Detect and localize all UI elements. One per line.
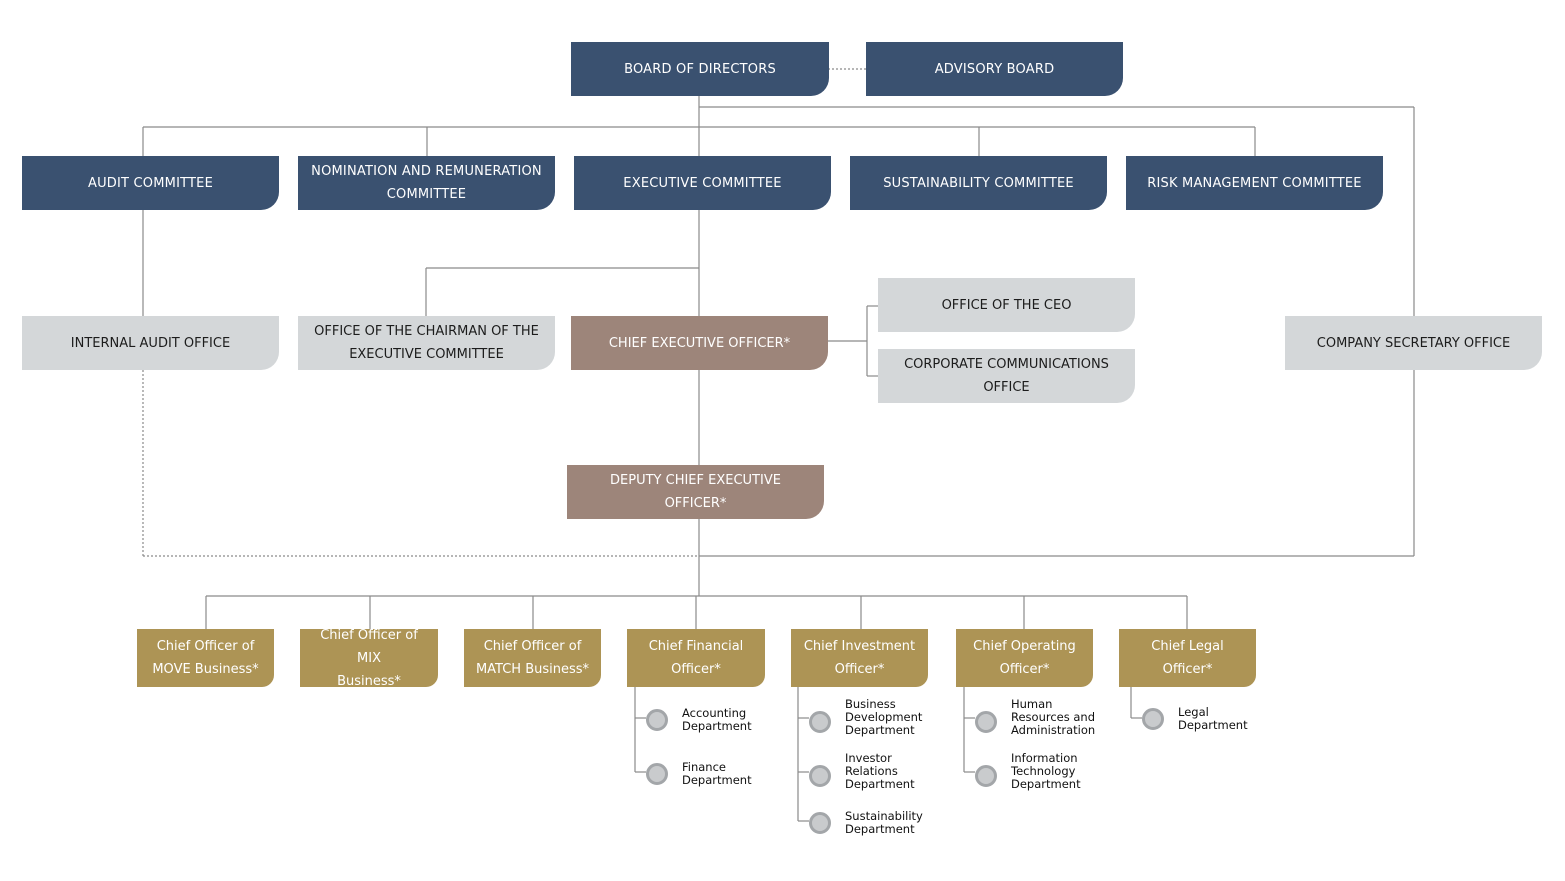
investor-relations-department-label: Investor Relations Department bbox=[845, 751, 915, 791]
deputy-ceo-box: DEPUTY CHIEF EXECUTIVE OFFICER* bbox=[567, 465, 824, 519]
deputy-ceo-label-1: DEPUTY CHIEF EXECUTIVE bbox=[610, 473, 781, 488]
department-circle-icon bbox=[1142, 708, 1164, 730]
company-secretary-office-label: COMPANY SECRETARY OFFICE bbox=[1316, 335, 1511, 351]
department-circle-icon bbox=[646, 709, 668, 731]
advisory-board-box: ADVISORY BOARD bbox=[866, 42, 1123, 96]
sustainability-committee-label: SUSTAINABILITY COMMITTEE bbox=[883, 175, 1074, 191]
legal-department: Legal Department bbox=[1142, 706, 1248, 732]
chief-match-box: Chief Officer of MATCH Business* bbox=[464, 629, 601, 687]
chief-financial-officer-label-1: Chief Financial bbox=[648, 639, 744, 654]
company-secretary-office-box: COMPANY SECRETARY OFFICE bbox=[1285, 316, 1542, 370]
executive-committee-box: EXECUTIVE COMMITTEE bbox=[574, 156, 831, 210]
chief-investment-officer-label-1: Chief Investment bbox=[803, 639, 916, 654]
internal-audit-office-box: INTERNAL AUDIT OFFICE bbox=[22, 316, 279, 370]
human-resources-department: Human Resources and Administration bbox=[975, 698, 1095, 737]
risk-management-committee-label: RISK MANAGEMENT COMMITTEE bbox=[1147, 175, 1362, 191]
chairman-office-label-1: OFFICE OF THE CHAIRMAN OF THE bbox=[314, 324, 539, 339]
chief-investment-officer-box: Chief Investment Officer* bbox=[791, 629, 928, 687]
sustainability-department-label: Sustainability Department bbox=[845, 809, 923, 836]
finance-department-label: Finance Department bbox=[682, 760, 752, 787]
office-of-ceo-label: OFFICE OF THE CEO bbox=[941, 297, 1072, 313]
corporate-communications-box: CORPORATE COMMUNICATIONS OFFICE bbox=[878, 349, 1135, 403]
ceo-box: CHIEF EXECUTIVE OFFICER* bbox=[571, 316, 828, 370]
chief-move-label-2: MOVE Business* bbox=[152, 662, 259, 677]
corporate-communications-label-1: CORPORATE COMMUNICATIONS bbox=[904, 357, 1109, 372]
nomination-committee-label-2: COMMITTEE bbox=[386, 187, 467, 202]
executive-committee-label: EXECUTIVE COMMITTEE bbox=[623, 175, 782, 191]
chief-operating-officer-label-1: Chief Operating bbox=[973, 639, 1076, 654]
nomination-committee-box: NOMINATION AND REMUNERATION COMMITTEE bbox=[298, 156, 555, 210]
office-of-ceo-box: OFFICE OF THE CEO bbox=[878, 278, 1135, 332]
risk-management-committee-box: RISK MANAGEMENT COMMITTEE bbox=[1126, 156, 1383, 210]
chief-investment-officer-label-2: Officer* bbox=[834, 662, 885, 677]
chairman-office-label-2: EXECUTIVE COMMITTEE bbox=[349, 347, 504, 362]
chief-move-label-1: Chief Officer of bbox=[156, 639, 255, 654]
human-resources-department-label: Human Resources and Administration bbox=[1011, 697, 1096, 737]
department-circle-icon bbox=[975, 711, 997, 733]
chief-move-box: Chief Officer of MOVE Business* bbox=[137, 629, 274, 687]
ceo-label: CHIEF EXECUTIVE OFFICER* bbox=[608, 335, 791, 351]
information-technology-department-label: Information Technology Department bbox=[1011, 751, 1081, 791]
chief-financial-officer-box: Chief Financial Officer* bbox=[627, 629, 765, 687]
legal-department-label: Legal Department bbox=[1178, 705, 1248, 732]
department-circle-icon bbox=[975, 765, 997, 787]
audit-committee-box: AUDIT COMMITTEE bbox=[22, 156, 279, 210]
board-of-directors-box: BOARD OF DIRECTORS bbox=[571, 42, 829, 96]
business-development-department: Business Development Department bbox=[809, 698, 922, 737]
chief-mix-label-2: Business* bbox=[337, 673, 401, 689]
board-of-directors-label: BOARD OF DIRECTORS bbox=[624, 61, 776, 77]
business-development-department-label: Business Development Department bbox=[845, 697, 923, 737]
accounting-department: Accounting Department bbox=[646, 707, 752, 733]
internal-audit-office-label: INTERNAL AUDIT OFFICE bbox=[70, 335, 231, 351]
accounting-department-label: Accounting Department bbox=[682, 706, 752, 733]
chief-mix-box: Chief Officer of MIX Business* bbox=[300, 628, 438, 689]
chief-financial-officer-label-2: Officer* bbox=[671, 662, 721, 677]
chief-mix-label-1: Chief Officer of MIX bbox=[320, 627, 418, 666]
chief-legal-officer-box: Chief Legal Officer* bbox=[1119, 629, 1256, 687]
chief-match-label-1: Chief Officer of bbox=[483, 639, 582, 654]
department-circle-icon bbox=[809, 765, 831, 787]
department-circle-icon bbox=[809, 711, 831, 733]
nomination-committee-label-1: NOMINATION AND REMUNERATION bbox=[311, 164, 542, 179]
chief-match-label-2: MATCH Business* bbox=[475, 662, 590, 677]
chairman-office-box: OFFICE OF THE CHAIRMAN OF THE EXECUTIVE … bbox=[298, 316, 555, 370]
investor-relations-department: Investor Relations Department bbox=[809, 752, 915, 791]
sustainability-committee-box: SUSTAINABILITY COMMITTEE bbox=[850, 156, 1107, 210]
deputy-ceo-label-2: OFFICER* bbox=[664, 496, 727, 511]
information-technology-department: Information Technology Department bbox=[975, 752, 1081, 791]
department-circle-icon bbox=[809, 812, 831, 834]
advisory-board-label: ADVISORY BOARD bbox=[934, 61, 1055, 77]
chief-operating-officer-label-2: Officer* bbox=[999, 662, 1050, 677]
finance-department: Finance Department bbox=[646, 761, 752, 787]
corporate-communications-label-2: OFFICE bbox=[983, 380, 1030, 395]
department-circle-icon bbox=[646, 763, 668, 785]
chief-operating-officer-box: Chief Operating Officer* bbox=[956, 629, 1093, 687]
audit-committee-label: AUDIT COMMITTEE bbox=[88, 175, 213, 191]
chief-legal-officer-label: Chief Legal Officer* bbox=[1151, 639, 1224, 677]
sustainability-department: Sustainability Department bbox=[809, 810, 923, 836]
